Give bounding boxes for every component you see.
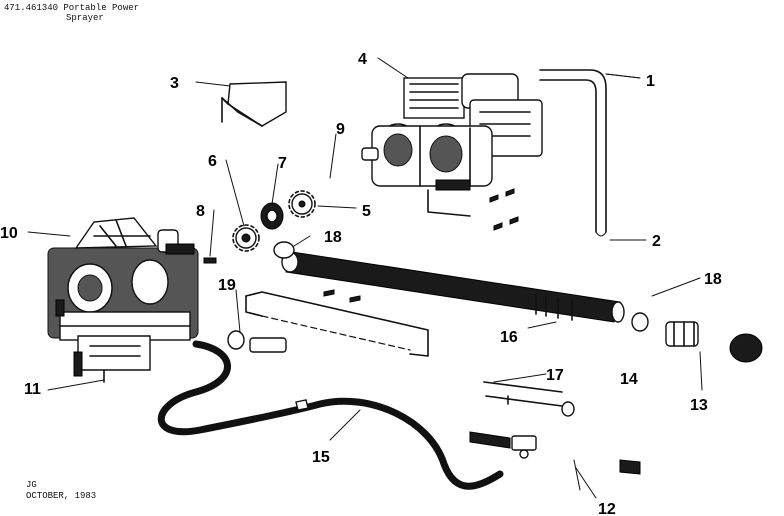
handle-tube bbox=[281, 251, 625, 323]
callout-9: 9 bbox=[336, 121, 345, 138]
footer-initials: JG bbox=[26, 480, 37, 490]
belt-guard bbox=[221, 81, 287, 127]
leader-lines bbox=[27, 57, 703, 499]
callout-8: 8 bbox=[196, 203, 205, 220]
engine bbox=[361, 73, 543, 217]
callout-3: 3 bbox=[170, 75, 179, 92]
callout-2: 2 bbox=[652, 233, 661, 250]
callout-14: 14 bbox=[620, 371, 638, 388]
callout-13: 13 bbox=[690, 397, 708, 414]
wand-tube bbox=[483, 381, 575, 417]
callout-5: 5 bbox=[362, 203, 371, 220]
collar-upper bbox=[273, 241, 295, 259]
spray-hose bbox=[157, 340, 504, 490]
pump-assembly bbox=[47, 217, 199, 341]
nozzle-assembly bbox=[469, 431, 641, 491]
callout-18-upper: 18 bbox=[324, 229, 342, 246]
callout-4: 4 bbox=[358, 51, 367, 68]
callout-10: 10 bbox=[0, 225, 18, 242]
end-cap bbox=[729, 333, 763, 363]
collar-lower bbox=[631, 312, 649, 332]
mounting-pads bbox=[489, 188, 519, 231]
callout-18-lower: 18 bbox=[704, 271, 722, 288]
callout-6: 6 bbox=[208, 153, 217, 170]
callout-17: 17 bbox=[546, 367, 564, 384]
coupling bbox=[260, 202, 284, 230]
header-model-title: 471.461340 Portable Power bbox=[4, 3, 139, 13]
drive-gear bbox=[288, 190, 316, 218]
frame-skid bbox=[227, 289, 429, 357]
sprocket bbox=[232, 224, 260, 252]
end-fitting bbox=[665, 321, 699, 347]
callout-15: 15 bbox=[312, 449, 330, 466]
callout-16: 16 bbox=[500, 329, 518, 346]
footer-date: OCTOBER, 1983 bbox=[26, 491, 96, 501]
callout-12: 12 bbox=[598, 501, 616, 516]
header-model-subtitle: Sprayer bbox=[66, 13, 104, 23]
callout-11: 11 bbox=[24, 381, 41, 398]
callout-19: 19 bbox=[218, 277, 236, 294]
callout-1: 1 bbox=[646, 73, 655, 90]
mounting-bracket bbox=[73, 335, 151, 383]
callout-7: 7 bbox=[278, 155, 287, 172]
shaft-key bbox=[203, 257, 217, 264]
frame-handle bbox=[539, 69, 641, 237]
